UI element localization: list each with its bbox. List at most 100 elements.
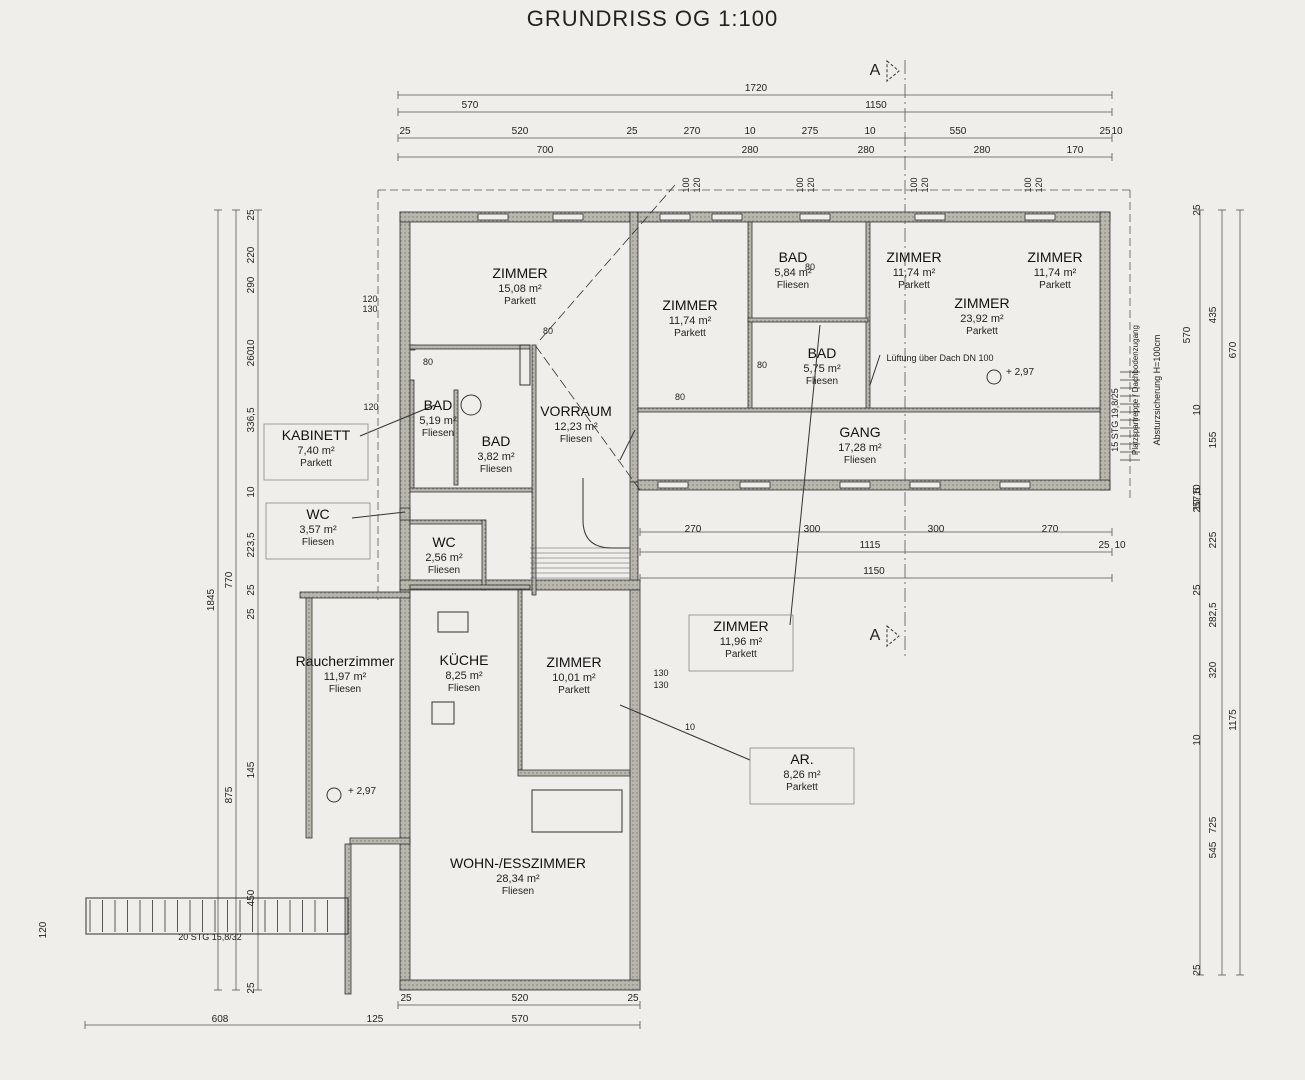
dimension-label: 608 [212,1014,229,1025]
bathtub [519,344,531,386]
dimension-label: 1150 [863,566,885,577]
dimension-label: 10 [246,486,257,498]
leader-line [619,704,751,761]
dimension-label: 570 [512,1014,529,1025]
dimension-label: 770 [224,571,235,588]
dimension-label: 225 [1208,531,1219,548]
dimension-label: 25 [1098,540,1110,551]
room-name: AR. [790,751,813,767]
room-floor: Fliesen [777,280,809,291]
opening-dimension: 80 [543,326,553,336]
room-area: 5,19 m² [419,415,457,427]
dimension-label: 275 [802,126,819,137]
dimension-label: 145 [246,761,257,778]
room-floor: Parkett [674,328,706,339]
dining-table [531,789,623,833]
room-name: ZIMMER [1027,249,1082,265]
dimension-label: 10 [1114,540,1126,551]
dimension-label: 450 [246,889,257,906]
dimension-label: 1845 [206,588,217,611]
roof-ridge-line [534,344,641,491]
room-name: BAD [779,249,808,265]
room-area: 10,01 m² [552,672,596,684]
window [711,213,743,221]
room-area: 5,84 m² [774,267,812,279]
leader-line [351,511,406,519]
wall-segment [399,589,411,991]
room-floor: Parkett [1039,280,1071,291]
level-marker-icon [326,787,342,803]
dimension-label: 670 [1228,341,1239,358]
dimension-label: 300 [928,524,945,535]
dimension-label: 25 [1192,964,1203,976]
dimension-label: 25 [246,584,257,596]
room-floor: Parkett [504,296,536,307]
stove [431,701,455,725]
room-area: 11,74 m² [1034,267,1077,279]
opening-dimension: 120 [363,402,378,412]
wall-segment [517,769,631,777]
dimension-label: 725 [1208,816,1219,833]
section-arrow-icon [886,59,900,83]
dimension-label: 280 [742,145,759,156]
dimension-label: 10 [1192,734,1203,746]
wall-segment [453,389,459,486]
dimension-label: 570 [462,100,479,111]
wall-segment [409,519,486,525]
room-name: WOHN-/ESSZIMMER [450,855,586,871]
wall-segment [637,407,1101,413]
window [739,481,771,489]
opening-dimension: 100 [1023,177,1033,192]
roof-ridge-line [539,184,676,341]
room-area: 17,28 m² [838,442,882,454]
dimension-label: 336,5 [246,407,257,432]
drawing-title: GRUNDRISS OG 1:100 [526,6,779,31]
wall-segment [629,589,641,991]
leader-line [619,429,636,461]
shower-icon [460,394,482,416]
wall-segment [399,979,641,991]
wall-segment [305,597,313,839]
window [999,481,1031,489]
opening-dimension: 120 [1034,177,1044,192]
dimension-label: 1150 [865,100,887,111]
wall-segment [747,221,753,411]
wall-segment [409,584,531,590]
wall-segment [409,344,531,350]
window [477,213,509,221]
room-name: Raucherzimmer [296,653,395,669]
dimension-label: 282,5 [1208,602,1219,627]
room-area: 8,26 m² [783,769,821,781]
section-arrow-icon [886,624,900,648]
dimension-label: 25 [1192,584,1203,596]
dimension-label: 125 [367,1014,384,1025]
room-name: KABINETT [282,427,351,443]
room-name: VORRAUM [540,403,612,419]
dimension-label: 25 [400,993,412,1004]
room-floor: Fliesen [428,565,460,576]
room-name: ZIMMER [886,249,941,265]
level-label: + 2,97 [1006,367,1035,378]
dimension-label: 10 [246,339,257,351]
room-floor: Fliesen [502,886,534,897]
dimension-label: 220 [246,246,257,263]
room-area: 8,25 m² [445,670,483,682]
railing-note: Absturzsicherung H=100cm [1152,335,1162,446]
wall-segment [531,344,537,596]
dimension-label: 320 [1208,661,1219,678]
stair-turn [582,478,630,549]
dimension-label: 155 [1208,431,1219,448]
room-floor: Parkett [300,458,332,469]
room-label-box [263,423,369,481]
room-floor: Fliesen [844,455,876,466]
dimension-label: 300 [804,524,821,535]
